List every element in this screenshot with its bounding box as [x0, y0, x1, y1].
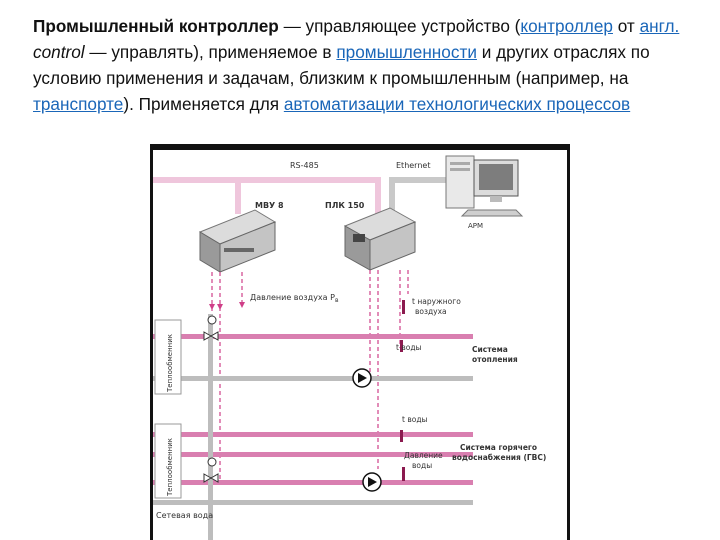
water-pressure-label-2: воды	[412, 461, 432, 470]
heat-exchanger-1: Теплообменник	[154, 319, 182, 395]
plc-label: ПЛК 150	[325, 201, 365, 210]
rs485-label: RS-485	[290, 161, 319, 170]
heating-label-2: отопления	[472, 355, 518, 364]
link-controller[interactable]: контроллер	[520, 16, 613, 36]
link-automation[interactable]: автоматизации технологических процессов	[283, 94, 631, 114]
signal-arrows	[209, 302, 245, 310]
ethernet-bus	[389, 177, 455, 214]
sensor-icons	[400, 300, 405, 481]
article-text: — управлять), применяемое в	[84, 42, 337, 62]
plc-device	[343, 207, 417, 271]
link-english[interactable]: англ.	[639, 16, 680, 36]
link-industry[interactable]: промышленности	[336, 42, 477, 62]
rs485-bus	[153, 177, 381, 214]
article-text: ). Применяется для	[123, 94, 284, 114]
article-term: Промышленный контроллер	[33, 16, 279, 36]
water-temp-label-2: t воды	[402, 415, 428, 424]
heat-exchanger-2: Теплообменник	[154, 423, 182, 499]
water-pressure-label: Давление	[404, 451, 443, 460]
automation-diagram: RS-485 Ethernet АРМ МВУ 8 ПЛК 150	[150, 144, 570, 540]
dhw-label: Система горячего	[460, 443, 537, 452]
article-paragraph: Промышленный контроллер — управляющее ус…	[33, 13, 693, 117]
ethernet-label: Ethernet	[396, 161, 430, 170]
diagram-frame	[150, 144, 570, 540]
heating-label: Система	[472, 345, 508, 354]
outdoor-temp-label: t наружного	[412, 297, 461, 306]
computer-icon	[445, 155, 524, 217]
article-text: и других отраслях по условию применения …	[33, 42, 650, 88]
arm-label: АРМ	[468, 222, 483, 230]
link-transport[interactable]: транспорте	[33, 94, 124, 114]
dhw-label-2: водоснабжения (ГВС)	[452, 453, 546, 462]
outdoor-temp-label-2: воздуха	[415, 307, 447, 316]
heat-exchanger-1-label: Теплообменник	[166, 334, 174, 393]
pipes	[153, 314, 473, 540]
pump-icon	[352, 368, 382, 492]
mvu-label: МВУ 8	[255, 201, 284, 210]
article-text: от	[612, 16, 640, 36]
mvu-device	[198, 209, 277, 273]
air-pressure-label: Давление воздуха Рв	[250, 293, 339, 304]
heat-exchanger-2-label: Теплообменник	[166, 438, 174, 497]
valve-icon	[203, 315, 219, 483]
water-temp-label-1: t воды	[396, 343, 422, 352]
article-text: — управляющее устройство (	[278, 16, 521, 36]
word-control: control	[33, 42, 85, 62]
network-water-label: Сетевая вода	[156, 511, 213, 520]
